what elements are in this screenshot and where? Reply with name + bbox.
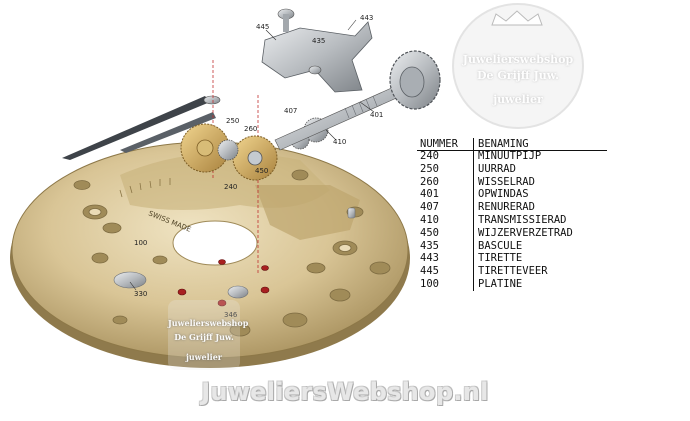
watermark-badge-line1: Juwelierswebshop	[462, 53, 574, 66]
legend-number: 240	[417, 150, 474, 163]
callout-410: 410	[333, 138, 347, 146]
legend-row: 250 UURRAD	[417, 162, 607, 176]
legend-row: 435 BASCULE	[417, 239, 607, 253]
legend-row: 410 TRANSMISSIERAD	[417, 213, 607, 227]
setting-levers	[261, 8, 373, 93]
watermark-bottom: JuweliersWebshop.nl	[201, 378, 489, 406]
legend-name: OPWINDAS	[478, 188, 529, 201]
callout-250: 250	[226, 117, 240, 125]
legend-row: 450 WIJZERVERZETRAD	[417, 226, 607, 240]
watermark-plate: Juwelierswebshop De Grijff Juw. juwelier	[168, 300, 249, 370]
callout-leaders	[129, 19, 375, 291]
watermark-plate-line1: Juwelierswebshop	[168, 318, 249, 328]
legend-name: TIRETTEVEER	[478, 265, 548, 278]
legend-header-number: NUMMER	[417, 138, 474, 150]
legend-row: 240 MINUUTPIJP	[417, 150, 607, 163]
legend-name: TIRETTE	[478, 252, 523, 265]
winding-stem	[274, 50, 441, 151]
watch-hands	[62, 95, 221, 160]
legend-row: 401 OPWINDAS	[417, 188, 607, 202]
callout-445: 445	[256, 23, 270, 31]
legend-name: RENURERAD	[478, 201, 535, 214]
legend-number: 100	[417, 277, 474, 291]
callout-260: 260	[244, 125, 258, 133]
legend-row: 407 RENURERAD	[417, 201, 607, 214]
callout-407: 407	[284, 107, 298, 115]
legend-row: 445 TIRETTEVEER	[417, 265, 607, 278]
legend-row: 100 PLATINE	[417, 277, 607, 291]
legend-name: WIJZERVERZETRAD	[478, 226, 573, 239]
legend-number: 410	[417, 213, 474, 227]
legend-number: 450	[417, 226, 474, 240]
parts-legend: NUMMER BENAMING 240 MINUUTPIJP 250 UURRA…	[417, 138, 607, 291]
legend-number: 445	[417, 265, 474, 278]
crown-icon	[491, 10, 543, 26]
legend-name: WISSELRAD	[478, 175, 535, 188]
legend-header-name: BENAMING	[478, 138, 529, 150]
legend-number: 435	[417, 239, 474, 253]
callout-401: 401	[370, 111, 384, 119]
legend-row: 260 WISSELRAD	[417, 175, 607, 189]
legend-number: 401	[417, 188, 474, 202]
legend-name: TRANSMISSIERAD	[478, 213, 567, 226]
legend-name: BASCULE	[478, 239, 523, 252]
callout-240: 240	[224, 183, 238, 191]
callout-450: 450	[255, 167, 269, 175]
legend-number: 250	[417, 162, 474, 176]
callout-443: 443	[360, 14, 374, 22]
watermark-badge: Juwelierswebshop De Grijff Juw. juwelier	[452, 3, 584, 129]
legend-row: 443 TIRETTE	[417, 252, 607, 266]
legend-name: UURRAD	[478, 162, 516, 175]
watermark-plate-line3: juwelier	[185, 352, 223, 362]
main-plate	[10, 141, 410, 368]
callout-100: 100	[134, 239, 148, 247]
legend-header: NUMMER BENAMING	[417, 138, 607, 150]
callout-330: 330	[134, 290, 148, 298]
legend-number: 260	[417, 175, 474, 189]
callout-346: 346	[224, 311, 238, 319]
legend-number: 407	[417, 201, 474, 214]
legend-name: PLATINE	[478, 277, 523, 290]
legend-header-rule	[417, 150, 607, 151]
callout-435: 435	[312, 37, 326, 45]
legend-name: MINUUTPIJP	[478, 150, 542, 162]
watermark-plate-line2: De Grijff Juw.	[174, 332, 234, 342]
watermark-badge-line3: juwelier	[493, 93, 543, 106]
legend-number: 443	[417, 252, 474, 266]
gear-assembly	[180, 117, 329, 181]
watermark-badge-line2: De Grijff Juw.	[477, 69, 559, 82]
